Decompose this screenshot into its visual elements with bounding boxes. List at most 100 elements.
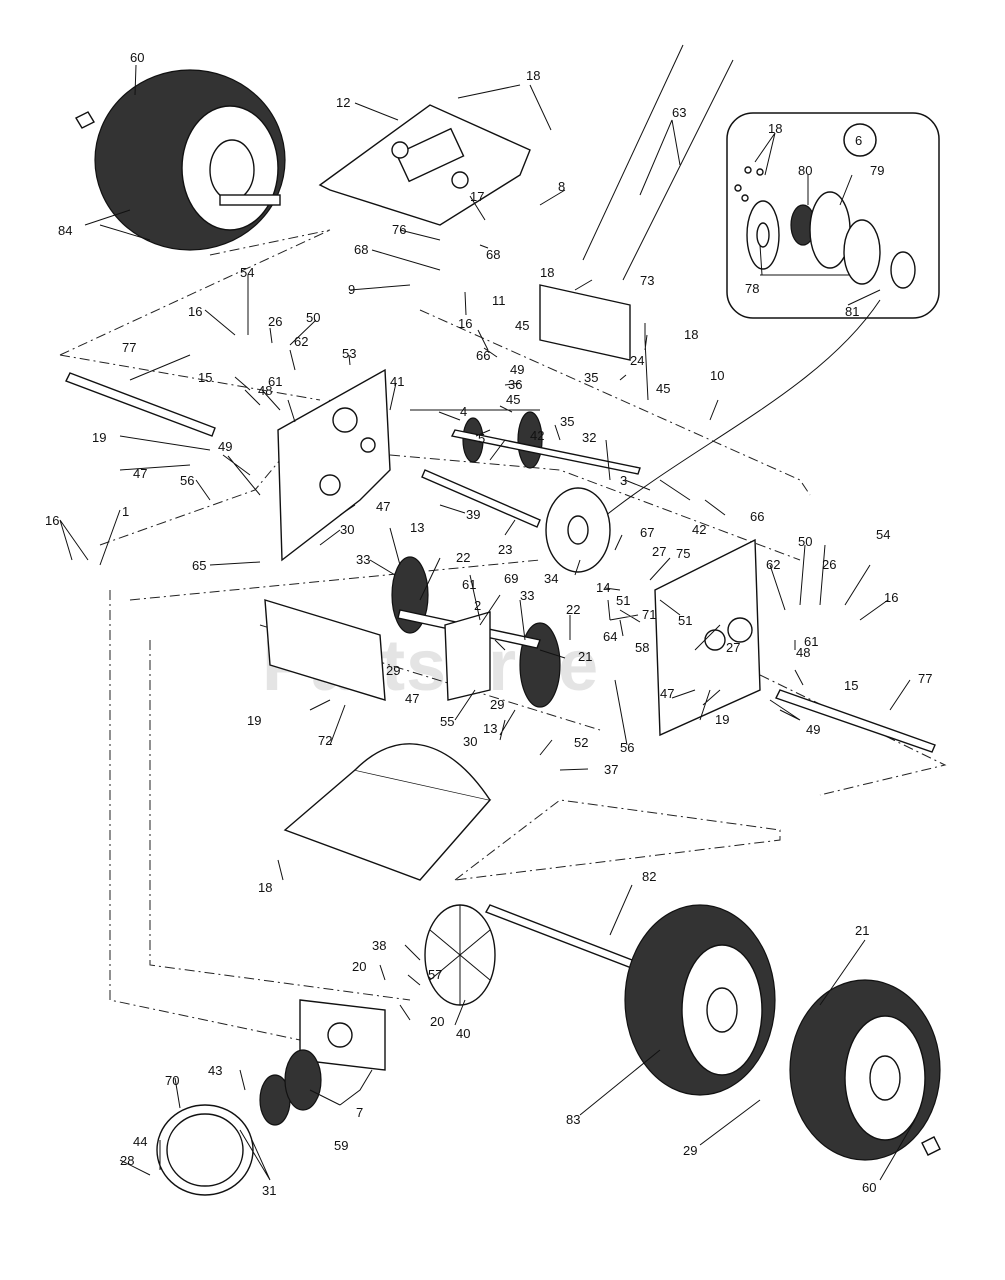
callout-c76: 76 — [392, 222, 406, 237]
callout-c22a: 22 — [456, 550, 470, 565]
callout-c29c: 29 — [683, 1143, 697, 1158]
callout-c70: 70 — [165, 1073, 179, 1088]
callout-c38: 38 — [372, 938, 386, 953]
callout-c68b: 68 — [354, 242, 368, 257]
callout-c29a: 29 — [386, 663, 400, 678]
callout-c83: 83 — [566, 1112, 580, 1127]
bracket-12 — [318, 104, 531, 226]
callout-c27b: 27 — [726, 640, 740, 655]
callout-c19a: 19 — [92, 430, 106, 445]
callout-c10: 10 — [710, 368, 724, 383]
callout-c43: 43 — [208, 1063, 222, 1078]
valve-cap-60b — [921, 1136, 941, 1156]
callout-c77b: 77 — [918, 671, 932, 686]
callout-c29b: 29 — [490, 697, 504, 712]
wheel-40 — [424, 904, 496, 1006]
callout-c49b: 49 — [218, 439, 232, 454]
callout-c30a: 30 — [340, 522, 354, 537]
callout-c59: 59 — [334, 1138, 348, 1153]
callout-c81: 81 — [845, 304, 859, 319]
left-side-plate — [277, 368, 391, 562]
callout-c35b: 35 — [560, 414, 574, 429]
callout-c22b: 22 — [566, 602, 580, 617]
callout-c16b: 16 — [188, 304, 202, 319]
callout-c3: 3 — [620, 473, 627, 488]
callout-c16c: 16 — [45, 513, 59, 528]
callout-c30b: 30 — [463, 734, 477, 749]
callout-c47d: 47 — [660, 686, 674, 701]
callout-c80: 80 — [798, 163, 812, 178]
callout-c67: 67 — [640, 525, 654, 540]
callout-c33b: 33 — [520, 588, 534, 603]
pulley-70 — [156, 1104, 254, 1196]
callout-c56b: 56 — [620, 740, 634, 755]
callout-c23: 23 — [498, 542, 512, 557]
callout-c68a: 68 — [486, 247, 500, 262]
callout-c20b: 20 — [430, 1014, 444, 1029]
callout-c60a: 60 — [130, 50, 144, 65]
callout-c61b: 61 — [462, 577, 476, 592]
callout-c28: 28 — [120, 1153, 134, 1168]
tire-right-60 — [789, 979, 941, 1161]
tire-83 — [624, 904, 776, 1096]
callout-c12: 12 — [336, 95, 350, 110]
callout-c2: 2 — [474, 598, 481, 613]
callout-c54a: 54 — [240, 265, 254, 280]
callout-c55: 55 — [440, 714, 454, 729]
callout-c61a: 61 — [268, 374, 282, 389]
callout-c66b: 66 — [750, 509, 764, 524]
callout-c27a: 27 — [652, 544, 666, 559]
callout-c15a: 15 — [198, 370, 212, 385]
callout-c9: 9 — [348, 282, 355, 297]
cables-63 — [582, 44, 734, 281]
callout-c34: 34 — [544, 571, 558, 586]
callout-c48a: 48 — [258, 383, 272, 398]
callout-c65: 65 — [192, 558, 206, 573]
callout-c37: 37 — [604, 762, 618, 777]
leader-lines — [59, 64, 916, 1181]
callout-labels: 60 84 12 18 63 18 80 79 78 81 17 8 76 68… — [45, 50, 932, 1198]
inset-badge-label: 6 — [855, 133, 862, 148]
callout-c62a: 62 — [294, 334, 308, 349]
callout-c13b: 13 — [483, 721, 497, 736]
callout-c60b: 60 — [862, 1180, 876, 1195]
callout-c69: 69 — [504, 571, 518, 586]
tire-84 — [75, 69, 286, 251]
callout-c36: 36 — [508, 377, 522, 392]
callout-c17: 17 — [470, 189, 484, 204]
callout-c8: 8 — [558, 179, 565, 194]
callout-c4: 4 — [460, 404, 467, 419]
inset-pointer-line — [599, 299, 881, 521]
callout-c18d: 18 — [684, 327, 698, 342]
callout-c41: 41 — [390, 374, 404, 389]
callout-c56a: 56 — [180, 473, 194, 488]
valve-cap-60a — [75, 111, 95, 129]
callout-c50a: 50 — [306, 310, 320, 325]
callout-c51b: 51 — [678, 613, 692, 628]
callout-c39: 39 — [466, 507, 480, 522]
callout-c45b: 45 — [656, 381, 670, 396]
callout-c21b: 21 — [855, 923, 869, 938]
callout-c5: 5 — [478, 431, 485, 446]
callout-c18c: 18 — [540, 265, 554, 280]
callout-c24: 24 — [630, 353, 644, 368]
callout-c42a: 42 — [530, 428, 544, 443]
callout-c62b: 62 — [766, 557, 780, 572]
callout-c57: 57 — [428, 967, 442, 982]
callout-c1: 1 — [122, 504, 129, 519]
callout-c54b: 54 — [876, 527, 890, 542]
callout-c64: 64 — [603, 629, 617, 644]
callout-c16d: 16 — [884, 590, 898, 605]
callout-c13a: 13 — [410, 520, 424, 535]
callout-c47a: 47 — [133, 466, 147, 481]
callout-c19b: 19 — [247, 713, 261, 728]
callout-c47c: 47 — [405, 691, 419, 706]
callout-c45c: 45 — [506, 392, 520, 407]
sprocket-13 — [391, 556, 561, 708]
callout-c20a: 20 — [352, 959, 366, 974]
callout-c16a: 16 — [458, 316, 472, 331]
callout-c84: 84 — [58, 223, 72, 238]
shaft-77-right — [775, 689, 936, 753]
callout-c19c: 19 — [715, 712, 729, 727]
